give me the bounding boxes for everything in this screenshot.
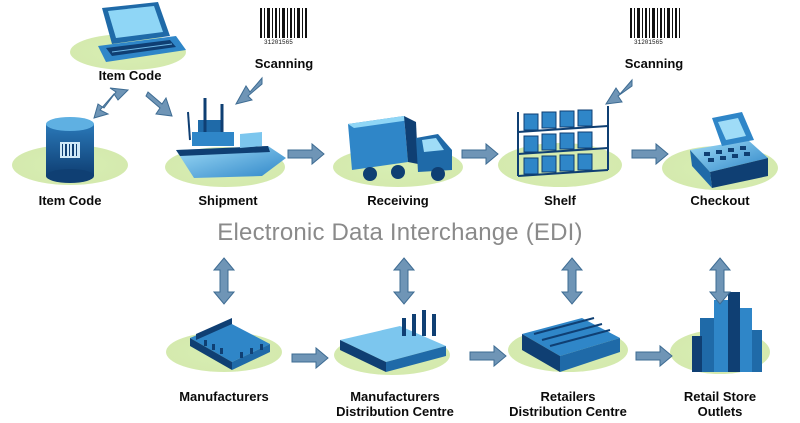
warehouse-icon xyxy=(340,310,446,372)
barcode-right-icon xyxy=(628,8,682,44)
factory-icon xyxy=(190,318,270,370)
edi-arrow-2 xyxy=(392,257,416,305)
edi-arrow-1 xyxy=(212,257,236,305)
edi-arrow-3 xyxy=(560,257,584,305)
barcode-left-number: 31201565 xyxy=(264,39,293,46)
arrow-computer-to-can xyxy=(93,87,130,119)
barcode-left-icon xyxy=(258,8,310,44)
arrow-ret-dc-to-outlets xyxy=(635,344,673,368)
truck-icon xyxy=(348,116,452,181)
can-icon xyxy=(46,117,94,183)
label-item-code-can: Item Code xyxy=(38,193,102,208)
distribution-centre-icon xyxy=(522,317,620,372)
arrow-truck-to-shelf xyxy=(461,142,499,166)
label-retail-store-outlets-line2: Outlets xyxy=(697,404,743,419)
arrow-scan-to-ship xyxy=(235,76,263,105)
label-retailers-dc-line2: Distribution Centre xyxy=(509,404,627,419)
label-manufacturers-dc: Manufacturers Distribution Centre xyxy=(322,389,468,419)
label-shelf: Shelf xyxy=(544,193,576,208)
cash-register-icon xyxy=(690,112,768,188)
shelf-icon xyxy=(517,106,609,177)
barcode-right-number: 31201565 xyxy=(634,39,663,46)
label-scanning-left: Scanning xyxy=(254,56,314,71)
skyline-icon xyxy=(692,292,762,372)
ship-icon xyxy=(176,98,286,178)
label-manufacturers: Manufacturers xyxy=(179,389,269,404)
edi-title: Electronic Data Interchange (EDI) xyxy=(217,219,583,246)
label-receiving: Receiving xyxy=(367,193,429,208)
label-manufacturers-dc-line2: Distribution Centre xyxy=(336,404,454,419)
label-scanning-right: Scanning xyxy=(624,56,684,71)
arrow-mfr-dc-to-ret-dc xyxy=(469,344,507,368)
edi-arrow-4 xyxy=(708,257,732,305)
arrow-factory-to-mfr-dc xyxy=(291,346,329,370)
arrow-scan-to-shelf xyxy=(605,78,633,105)
computer-icon xyxy=(98,2,186,62)
label-retail-store-outlets-line1: Retail Store xyxy=(683,389,757,404)
label-manufacturers-dc-line1: Manufacturers xyxy=(350,389,440,404)
label-retailers-dc: Retailers Distribution Centre xyxy=(496,389,640,419)
label-retailers-dc-line1: Retailers xyxy=(540,389,596,404)
label-checkout: Checkout xyxy=(690,193,750,208)
label-shipment: Shipment xyxy=(198,193,258,208)
arrow-computer-to-ship xyxy=(145,91,173,117)
arrow-shelf-to-checkout xyxy=(631,142,669,166)
label-retail-store-outlets: Retail Store Outlets xyxy=(672,389,768,419)
label-item-code-computer: Item Code xyxy=(98,68,162,83)
arrow-ship-to-truck xyxy=(287,142,325,166)
